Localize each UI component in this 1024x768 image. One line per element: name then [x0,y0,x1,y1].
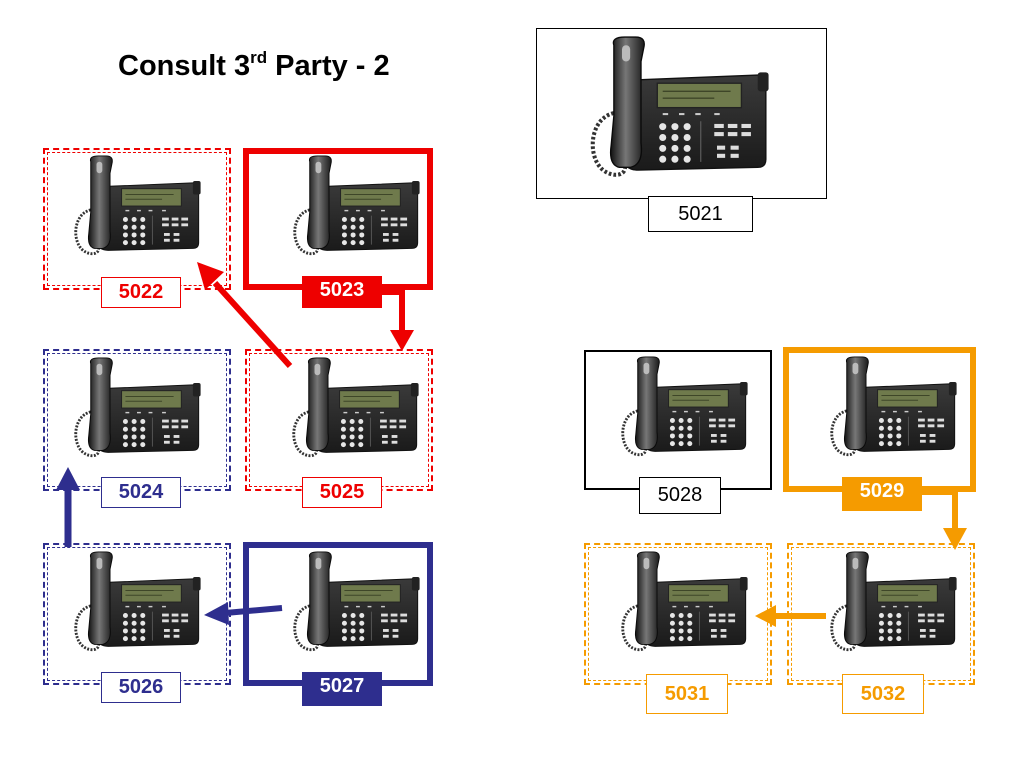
phone-label-5021: 5021 [648,196,753,232]
arrow-5029-to-5032 [922,489,967,550]
phone-label-5027: 5027 [302,672,382,706]
desk-phone-icon [66,550,208,656]
desk-phone-icon [613,550,755,656]
phone-label-5031: 5031 [646,674,728,714]
desk-phone-icon [613,355,755,461]
phone-label-5023: 5023 [302,276,382,308]
desk-phone-icon [584,34,774,184]
arrow-5023-to-5025 [380,289,414,351]
desk-phone-icon [822,550,964,656]
phone-label-5029: 5029 [842,477,922,511]
phone-label-5028: 5028 [639,477,721,514]
phone-label-5032: 5032 [842,674,924,714]
desk-phone-icon [285,154,427,260]
phone-label-5022: 5022 [101,277,181,308]
phone-label-5026: 5026 [101,672,181,703]
desk-phone-icon [822,355,964,461]
desk-phone-icon [66,154,208,260]
page-title: Consult 3rd Party - 2 [118,48,390,82]
title-superscript: rd [250,48,268,67]
desk-phone-icon [285,550,427,656]
phone-label-5024: 5024 [101,477,181,508]
desk-phone-icon [66,356,208,462]
desk-phone-icon [284,356,426,462]
phone-label-5025: 5025 [302,477,382,508]
